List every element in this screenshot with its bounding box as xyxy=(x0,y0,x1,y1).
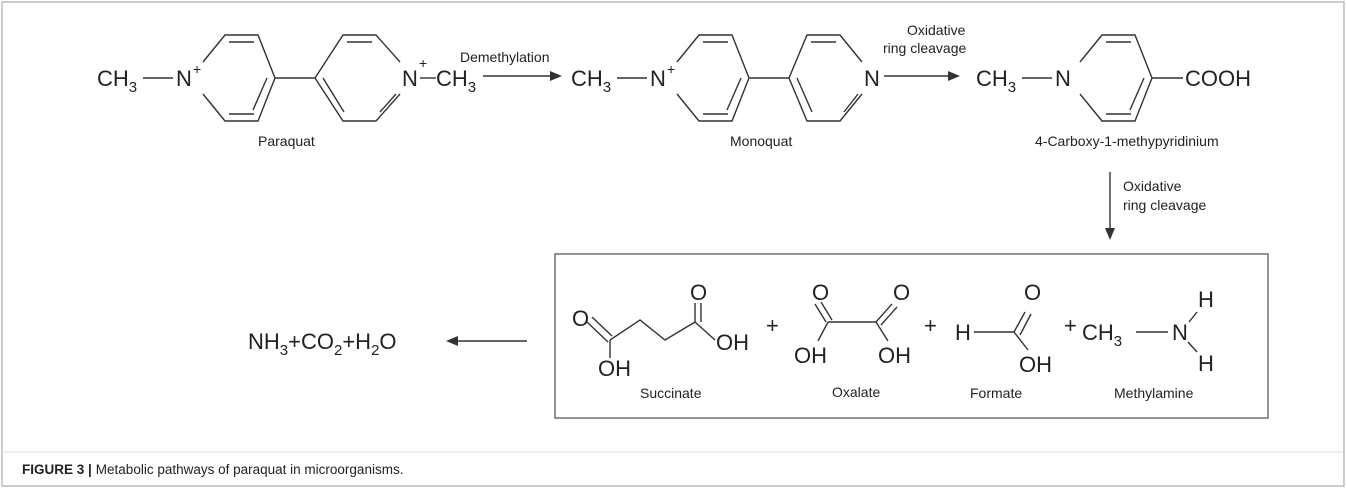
paraquat-left-methyl: CH3 xyxy=(97,66,137,96)
bond xyxy=(1013,331,1029,351)
arrowhead xyxy=(948,71,960,81)
pyridinium-ring-2 xyxy=(314,34,401,122)
monoquat-n-left-charge: + xyxy=(667,61,675,77)
bond xyxy=(322,77,345,113)
monoquat-n-right: N xyxy=(864,66,880,91)
formate-oh: OH xyxy=(1019,352,1052,377)
bond xyxy=(875,321,889,342)
oxidative-1-line1: Oxidative xyxy=(907,22,966,38)
oxalate-label: Oxalate xyxy=(832,384,880,400)
succinate-oh1: OH xyxy=(598,356,631,381)
paraquat-n-left: N xyxy=(176,66,192,91)
methylamine-h1: H xyxy=(1198,287,1214,312)
formate-structure: H O OH Formate xyxy=(955,280,1052,401)
bond xyxy=(609,319,696,341)
bond xyxy=(586,321,609,343)
arrowhead xyxy=(446,336,458,346)
oxidative-1-line2: ring cleavage xyxy=(883,40,966,56)
figure-caption: FIGURE 3 |Metabolic pathways of paraquat… xyxy=(22,462,403,477)
bond xyxy=(1019,313,1032,336)
oxalate-o1: O xyxy=(812,280,829,305)
bond xyxy=(1013,311,1026,333)
final-products: NH3+CO2+H2O xyxy=(248,329,397,359)
monoquat-methyl: CH3 xyxy=(571,66,611,96)
carboxy-cooh: COOH xyxy=(1185,66,1251,91)
methylamine-label: Methylamine xyxy=(1114,385,1194,401)
bond xyxy=(1187,341,1198,353)
oxalate-o2: O xyxy=(893,280,910,305)
carboxy-structure: CH3 N COOH 4-Carboxy-1-methypyridinium xyxy=(976,34,1251,149)
bond xyxy=(591,316,613,337)
oxidative-2-line2: ring cleavage xyxy=(1123,197,1206,213)
monoquat-structure: CH3 N + N Monoquat xyxy=(571,34,880,149)
bond xyxy=(1129,77,1145,111)
carboxy-methyl: CH3 xyxy=(976,66,1016,96)
paraquat-n-left-charge: + xyxy=(193,61,201,77)
plus-sign: + xyxy=(766,313,779,338)
succinate-oh2: OH xyxy=(716,330,749,355)
bond xyxy=(694,321,716,341)
pyridine-ring xyxy=(788,34,863,122)
methylamine-structure: CH3 N H H Methylamine xyxy=(1082,287,1214,401)
succinate-structure: O O OH OH Succinate xyxy=(572,280,749,401)
bond xyxy=(726,77,742,111)
paraquat-label: Paraquat xyxy=(258,133,315,149)
paraquat-n-right: N xyxy=(402,66,418,91)
bond xyxy=(880,306,898,326)
methylamine-n: N xyxy=(1172,320,1188,345)
pyridinium-ring-1 xyxy=(202,34,276,122)
carboxy-n: N xyxy=(1055,66,1071,91)
succinate-o1: O xyxy=(572,306,589,331)
formate-o: O xyxy=(1024,280,1041,305)
bond xyxy=(875,303,893,323)
methylamine-methyl: CH3 xyxy=(1082,320,1122,350)
pyridinium-ring xyxy=(1079,34,1153,122)
paraquat-n-right-charge: + xyxy=(419,55,427,71)
bond xyxy=(796,77,813,113)
demethylation-label: Demethylation xyxy=(460,49,550,65)
plus-sign: + xyxy=(1064,313,1077,338)
arrowhead xyxy=(550,71,562,81)
carboxy-label: 4-Carboxy-1-methypyridinium xyxy=(1035,133,1219,149)
methylamine-h2: H xyxy=(1198,351,1214,376)
oxalate-oh1: OH xyxy=(794,343,827,368)
pyridinium-ring xyxy=(676,34,750,122)
succinate-label: Succinate xyxy=(640,385,702,401)
cleavage-products-box xyxy=(554,253,1269,419)
bond xyxy=(252,77,268,111)
monoquat-n-left: N xyxy=(650,66,666,91)
paraquat-right-methyl: CH3 xyxy=(436,66,476,96)
oxalate-oh2: OH xyxy=(878,343,911,368)
bond xyxy=(379,93,397,113)
oxalate-structure: O O OH OH Oxalate xyxy=(794,280,911,400)
arrowhead xyxy=(1105,228,1115,240)
paraquat-structure: CH3 N + N + CH3 Paraquat xyxy=(97,34,476,149)
bond xyxy=(814,303,827,323)
succinate-o2: O xyxy=(690,280,707,305)
formate-h: H xyxy=(955,320,971,345)
bond xyxy=(1188,311,1198,323)
monoquat-label: Monoquat xyxy=(730,133,792,149)
plus-sign: + xyxy=(924,313,937,338)
formate-label: Formate xyxy=(970,385,1022,401)
oxidative-2-line1: Oxidative xyxy=(1123,178,1182,194)
bond xyxy=(817,321,829,342)
bond xyxy=(820,301,833,321)
bond xyxy=(843,93,859,113)
